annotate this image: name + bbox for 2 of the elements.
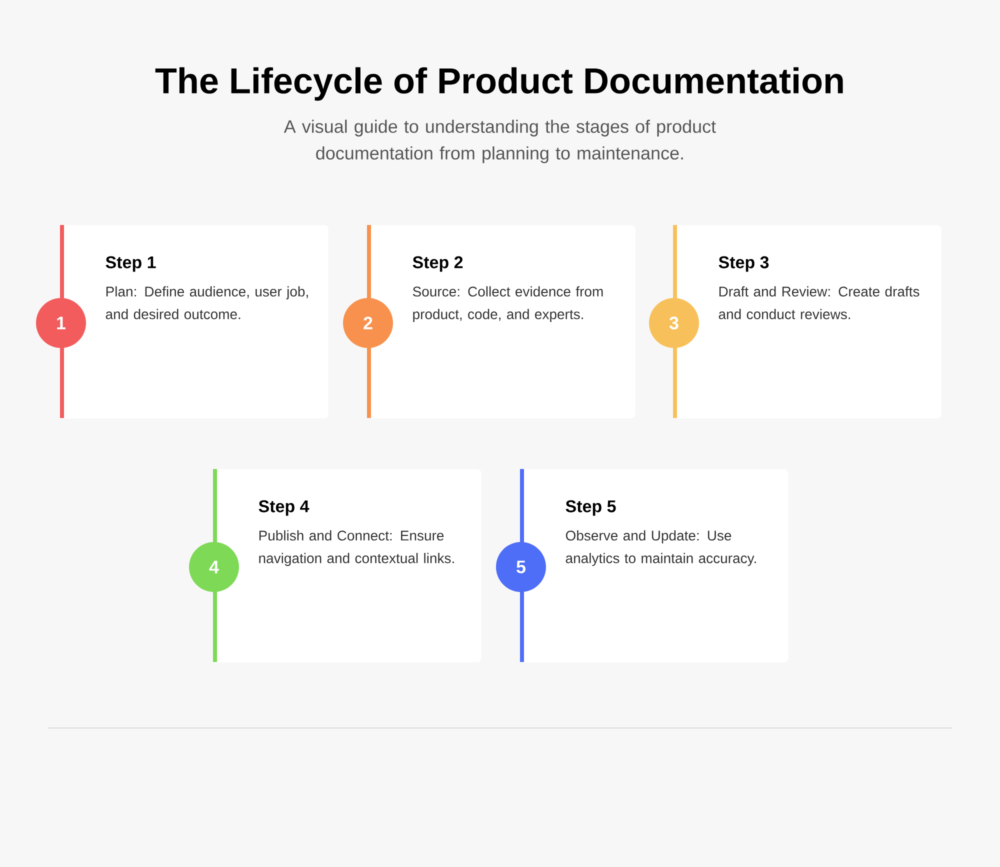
title: The Lifecycle of Product Documentation (155, 67, 843, 101)
subtitle: A visual guide to understanding the stages of product documentation from planning to maintenance. (284, 120, 716, 164)
